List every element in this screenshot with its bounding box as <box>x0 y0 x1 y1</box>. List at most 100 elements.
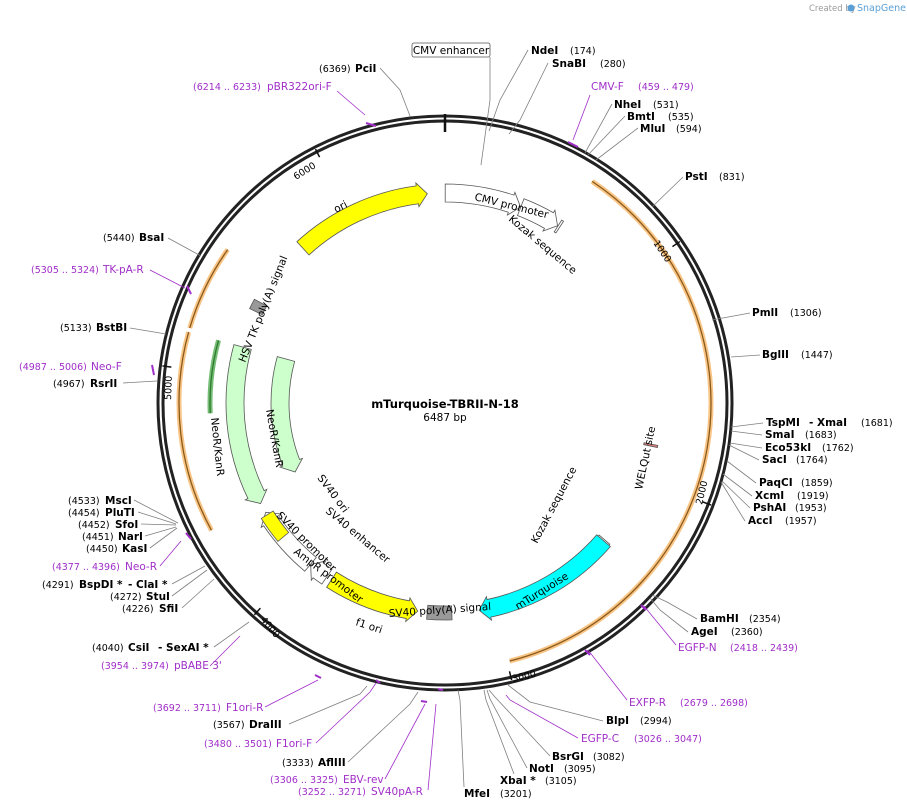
svg-text:(3082): (3082) <box>593 752 625 763</box>
svg-text:(2360): (2360) <box>731 627 763 638</box>
feature-neo-orf <box>176 331 214 532</box>
feature-welqut <box>643 442 659 449</box>
site-tspmi: TspMI <box>766 417 800 429</box>
tick-mark-2000 <box>702 501 712 506</box>
site-paqci: PaqCI <box>759 477 793 489</box>
svg-text:(3567): (3567) <box>213 720 245 731</box>
svg-text:(1681): (1681) <box>861 418 893 429</box>
svg-text:(1764): (1764) <box>796 455 828 466</box>
site-bglii: BglII <box>762 349 789 361</box>
site-kasi: KasI <box>122 543 147 555</box>
sv40-enhancer-label: SV40 enhancer <box>323 505 392 566</box>
svg-text:(3026 .. 3047): (3026 .. 3047) <box>634 734 702 745</box>
site-pshai: PshAI <box>753 502 786 514</box>
kozak-2-label: Kozak sequence <box>529 465 579 545</box>
tick-label-3000: 3000 <box>511 669 537 685</box>
svg-text:(6214 .. 6233): (6214 .. 6233) <box>193 82 261 93</box>
feature-sv40-ori <box>260 510 290 542</box>
cmv-enhancer-label-box <box>411 42 491 58</box>
primer-pbr322ori-f: pBR322ori-F <box>267 81 332 93</box>
primer-labels: (6214 .. 6233) pBR322ori-F CMV-F (459 ..… <box>19 81 798 798</box>
svg-text:(4987 .. 5006): (4987 .. 5006) <box>19 362 87 373</box>
site-csii: CsiI <box>128 642 149 654</box>
svg-text:(6369): (6369) <box>319 64 351 75</box>
primer-f1ori-r: F1ori-R <box>226 702 263 714</box>
credit: Created by SnapGene <box>809 3 906 14</box>
svg-text:(174): (174) <box>570 46 596 57</box>
svg-text:(5440): (5440) <box>103 233 135 244</box>
svg-text:(4040): (4040) <box>92 643 124 654</box>
svg-text:(5133): (5133) <box>60 323 92 334</box>
tick-mark-1000 <box>672 240 681 248</box>
site-afliii: AflIII <box>318 757 346 769</box>
credit-brand: SnapGene <box>857 3 906 14</box>
svg-text:(459 .. 479): (459 .. 479) <box>638 82 694 93</box>
svg-text:(2679 .. 2698): (2679 .. 2698) <box>680 698 748 709</box>
site-pluti: PluTI <box>105 507 135 519</box>
tick-mark-3000 <box>508 671 513 681</box>
cmv-enhancer-label: CMV enhancer <box>413 45 490 57</box>
neor-1-label: NeoR/KanR <box>208 417 226 477</box>
site-sfoi: SfoI <box>115 519 138 531</box>
site-ndei: NdeI <box>531 45 558 57</box>
primer-sv40pa-r: SV40pA-R <box>371 786 423 798</box>
site-mfei: MfeI <box>464 788 490 800</box>
primer-f1ori-f: F1ori-F <box>276 738 312 750</box>
svg-text:(531): (531) <box>653 100 679 111</box>
primer-egfp-c: EGFP-C <box>581 733 619 745</box>
svg-text:(4967): (4967) <box>53 379 85 390</box>
site-clai: - ClaI * <box>128 579 168 591</box>
snapgene-logo-icon <box>847 4 855 12</box>
svg-text:(3954 .. 3974): (3954 .. 3974) <box>101 661 169 672</box>
site-xmai: - XmaI <box>809 417 847 429</box>
svg-text:(3252 .. 3271): (3252 .. 3271) <box>298 787 366 798</box>
feature-cmv-enhancer <box>444 183 522 216</box>
feature-ori <box>296 181 428 256</box>
tick-label-2000: 2000 <box>694 480 710 506</box>
site-pmli: PmlI <box>752 307 778 319</box>
svg-text:(3692 .. 3711): (3692 .. 3711) <box>153 703 221 714</box>
feature-neor-1 <box>225 344 268 504</box>
tick-mark-4000 <box>253 607 261 616</box>
svg-text:(2994): (2994) <box>640 716 672 727</box>
site-eco53ki: Eco53kI <box>765 442 811 454</box>
svg-text:(4377 .. 4396): (4377 .. 4396) <box>52 562 120 573</box>
svg-text:(594): (594) <box>676 124 702 135</box>
svg-text:(3306 .. 3325): (3306 .. 3325) <box>270 775 338 786</box>
svg-text:(4533): (4533) <box>68 496 100 507</box>
site-bstbi: BstBI <box>96 322 127 334</box>
primer-ebv-rev: EBV-rev <box>343 774 384 786</box>
hsv-tk-label: HSV TK poly(A) signal <box>237 254 291 364</box>
feature-hsv-tk <box>249 298 268 316</box>
site-agei: AgeI <box>691 626 718 638</box>
svg-text:(5305 .. 5324): (5305 .. 5324) <box>31 265 99 276</box>
feature-sv40-polya <box>426 604 453 621</box>
site-snabi: SnaBI <box>552 58 586 70</box>
feature-ampr-promoter <box>310 560 333 585</box>
site-pcii: PciI <box>355 63 376 75</box>
site-msci: MscI <box>105 495 132 507</box>
feature-neor-2 <box>270 356 304 473</box>
tick-mark-6000 <box>314 148 321 158</box>
tick-mark-5000 <box>162 365 172 368</box>
site-bmti: BmtI <box>627 111 655 123</box>
ori-label: ori <box>332 199 350 216</box>
svg-text:(1919): (1919) <box>797 491 829 502</box>
svg-text:(4450): (4450) <box>86 544 118 555</box>
svg-text:(3201): (3201) <box>500 789 532 800</box>
site-mlui: MluI <box>640 123 665 135</box>
feature-mturquoise <box>478 534 611 622</box>
site-nhei: NheI <box>614 99 641 111</box>
svg-text:(4291): (4291) <box>42 580 74 591</box>
feature-neo-orf-2-core <box>209 340 220 414</box>
feature-f1-ori <box>326 571 419 623</box>
credit-prefix: Created by <box>809 4 856 14</box>
svg-text:(1953): (1953) <box>795 503 827 514</box>
svg-text:(280): (280) <box>600 59 626 70</box>
svg-text:(2354): (2354) <box>749 614 781 625</box>
site-labels-right: NdeI (174) SnaBI (280) NheI (531) BmtI (… <box>457 45 893 800</box>
map-length: 6487 bp <box>423 412 467 424</box>
svg-text:(3480 .. 3501): (3480 .. 3501) <box>204 739 272 750</box>
svg-text:(3105): (3105) <box>545 776 577 787</box>
